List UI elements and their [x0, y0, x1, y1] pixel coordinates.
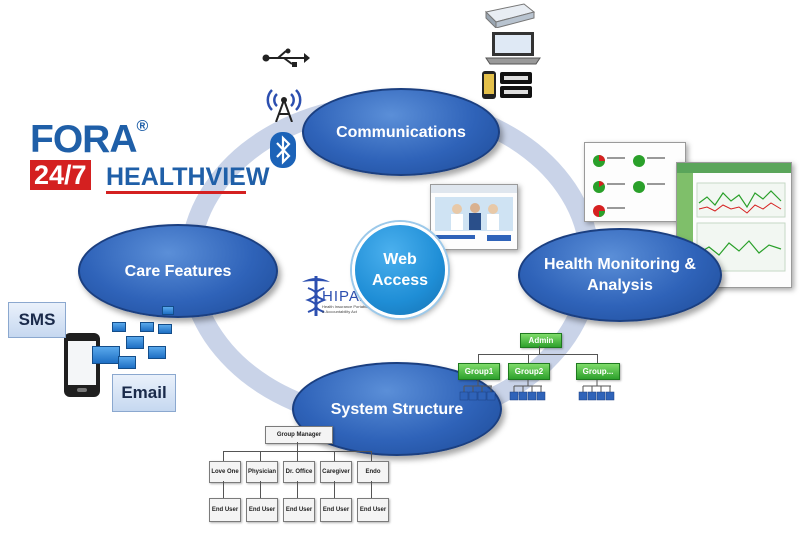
- laptop-icon: [485, 32, 541, 65]
- role-box: Dr. Office: [283, 461, 315, 483]
- envelope-icon: [118, 356, 136, 369]
- logo-healthview: HEALTHVIEW: [106, 163, 270, 191]
- end-user-box: End User: [320, 498, 352, 522]
- tree-connector: [260, 451, 261, 461]
- tree-connector: [334, 451, 335, 461]
- gateway-device-icon: [484, 3, 536, 28]
- care-features-node: Care Features: [78, 224, 278, 318]
- tree-connector: [334, 481, 335, 498]
- tree-connector: [539, 346, 540, 354]
- health-monitoring-node: Health Monitoring & Analysis: [518, 228, 722, 322]
- communications-node: Communications: [302, 88, 500, 176]
- tree-connector: [478, 354, 479, 363]
- sms-bubble: SMS: [8, 302, 66, 338]
- admin-box: Admin: [520, 333, 562, 348]
- role-box: Love One: [209, 461, 241, 483]
- tree-connector: [297, 442, 298, 451]
- bluetooth-icon: [270, 132, 296, 168]
- tree-connector: [297, 481, 298, 498]
- role-box: Physician: [246, 461, 278, 483]
- envelope-icon: [112, 322, 126, 332]
- web-portal-screenshot: [430, 184, 518, 250]
- tree-connector: [223, 481, 224, 498]
- end-user-box: End User: [283, 498, 315, 522]
- web-access-node: Web Access: [352, 222, 448, 318]
- envelope-icon: [140, 322, 154, 332]
- hipaa-subtitle: Health Insurance Portability & Accountab…: [322, 304, 371, 314]
- role-box: Endo: [357, 461, 389, 483]
- group-box: Group2: [508, 363, 550, 380]
- report-screenshot: [584, 142, 686, 222]
- tree-connector: [223, 451, 224, 461]
- group-box: Group1: [458, 363, 500, 380]
- end-user-box: End User: [357, 498, 389, 522]
- email-bubble: Email: [112, 374, 176, 412]
- tree-connector: [260, 481, 261, 498]
- end-user-box: End User: [246, 498, 278, 522]
- envelope-icon: [148, 346, 166, 359]
- envelope-icon: [162, 306, 174, 315]
- end-user-box: End User: [209, 498, 241, 522]
- logo-underline: [106, 191, 246, 194]
- envelope-icon: [92, 346, 120, 364]
- logo-247: 24/7: [30, 160, 91, 190]
- tree-connector: [371, 481, 372, 498]
- fora-logo: FORA®: [30, 118, 148, 161]
- envelope-icon: [158, 324, 172, 334]
- tree-connector: [528, 354, 529, 363]
- mobile-phone-icon: [64, 333, 100, 397]
- caduceus-icon: [302, 276, 330, 316]
- tree-connector: [371, 451, 372, 461]
- group-members: [459, 380, 615, 401]
- role-box: Caregiver: [320, 461, 352, 483]
- group-manager-box: Group Manager: [265, 426, 333, 444]
- usb-icon: [262, 48, 310, 67]
- tree-connector: [297, 451, 298, 461]
- envelope-icon: [126, 336, 144, 349]
- smartphone-icon: [482, 71, 532, 99]
- tree-connector: [597, 354, 598, 363]
- tree-connector: [478, 354, 598, 355]
- group-box: Group...: [576, 363, 620, 380]
- antenna-icon: [266, 89, 302, 122]
